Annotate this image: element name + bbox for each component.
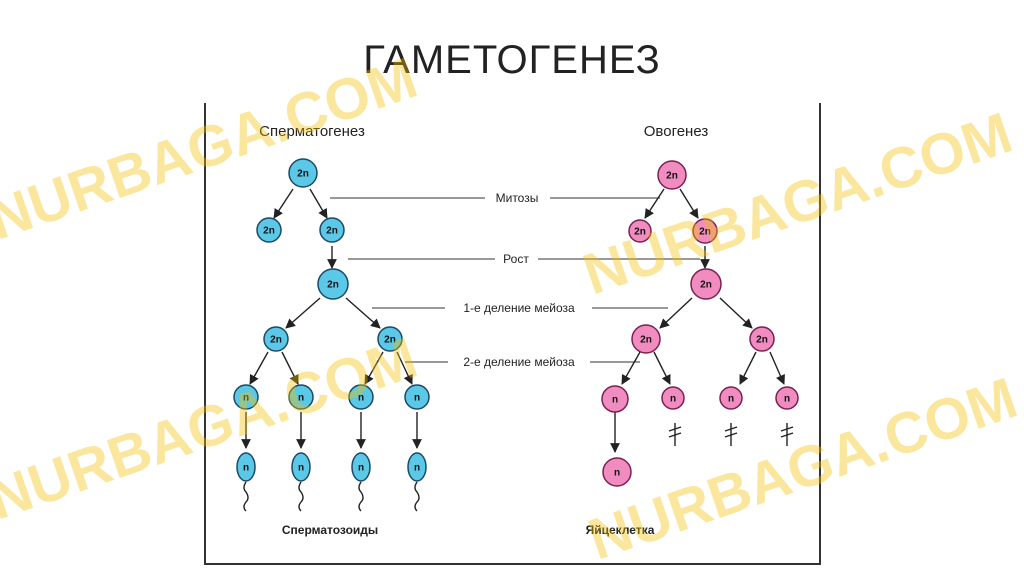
arrow: [769, 351, 785, 385]
ploidy-label: 2n: [700, 280, 712, 291]
ploidy-label: 2n: [666, 171, 678, 182]
ploidy-label: 2n: [640, 335, 652, 346]
cells: 2n 2n 2n 2n 2n 2n n n n n n n n n 2n 2n 2n 2n 2n 2n n n n n n: [233, 158, 799, 487]
ploidy-label: n: [728, 394, 734, 405]
degeneration-mark: [780, 432, 794, 438]
egg-cell-label: Яйцеклетка: [586, 523, 655, 537]
arrow: [644, 188, 665, 219]
ploidy-label: n: [414, 393, 420, 404]
degeneration-mark: [668, 432, 682, 438]
arrow: [345, 297, 381, 329]
egg-cell-final: n: [602, 457, 632, 487]
sperm-cell-2n: 2n: [263, 326, 289, 352]
sperm-cell-2n: 2n: [288, 158, 318, 188]
ploidy-label: n: [414, 463, 420, 474]
arrow: [364, 351, 384, 385]
ploidy-label: 2n: [756, 335, 768, 346]
stage-label-growth: Рост: [503, 252, 529, 266]
ploidy-label: 2n: [634, 227, 646, 238]
ploidy-label: n: [612, 395, 618, 406]
polar-body-n: n: [775, 386, 799, 410]
oogenesis-title: Овогенез: [644, 123, 709, 140]
degeneration-mark: [724, 426, 738, 432]
arrow: [273, 188, 294, 219]
arrow: [396, 351, 413, 385]
sperm-tail: [243, 481, 249, 512]
ploidy-label: 2n: [263, 226, 275, 237]
arrow: [719, 297, 753, 329]
egg-cell-2n: 2n: [692, 218, 718, 244]
spermatogenesis-title: Сперматогенез: [259, 123, 365, 140]
sperm-cell-n: n: [348, 384, 374, 410]
egg-cell-2n: 2n: [631, 324, 661, 354]
arrow: [679, 188, 699, 219]
egg-cell-2n: 2n: [628, 219, 652, 243]
stage-label-mitosis: Митозы: [496, 191, 539, 205]
ploidy-label: n: [358, 393, 364, 404]
ploidy-label: n: [358, 463, 364, 474]
stage-label-meiosis-2: 2-е деление мейоза: [463, 355, 575, 369]
degeneration-mark: [724, 432, 738, 438]
stage-label-meiosis-1: 1-е деление мейоза: [463, 301, 575, 315]
arrow: [309, 188, 328, 219]
ploidy-label: 2n: [699, 227, 711, 238]
connector-lines: [241, 188, 794, 512]
arrow: [249, 351, 269, 385]
spermatozoon: n: [236, 452, 256, 482]
arrow: [653, 351, 671, 385]
arrow: [285, 297, 321, 329]
egg-cell-n: n: [601, 385, 629, 413]
ploidy-label: 2n: [327, 280, 339, 291]
sperm-tail: [298, 481, 304, 512]
arrow: [739, 351, 757, 385]
egg-cell-2n: 2n: [657, 160, 687, 190]
spermatozoa-label: Сперматозоиды: [282, 523, 378, 537]
sperm-cell-2n: 2n: [256, 217, 282, 243]
sperm-cell-n: n: [233, 384, 259, 410]
spermatozoon: n: [291, 452, 311, 482]
ploidy-label: n: [614, 468, 620, 479]
ploidy-label: 2n: [270, 335, 282, 346]
egg-cell-2n: 2n: [690, 268, 722, 300]
spermatozoon: n: [407, 452, 427, 482]
sperm-cell-2n: 2n: [319, 217, 345, 243]
polar-body-n: n: [661, 386, 685, 410]
ploidy-label: 2n: [384, 335, 396, 346]
diagram-frame: [204, 103, 821, 565]
arrow: [621, 351, 641, 385]
slide-title: ГАМЕТОГЕНЕЗ: [363, 38, 661, 82]
sperm-tail: [358, 481, 364, 512]
spermatozoon: n: [351, 452, 371, 482]
ploidy-label: n: [670, 394, 676, 405]
polar-body-n: n: [719, 386, 743, 410]
degeneration-mark: [668, 426, 682, 432]
ploidy-label: 2n: [326, 226, 338, 237]
egg-cell-2n: 2n: [749, 326, 775, 352]
sperm-cell-2n: 2n: [317, 268, 349, 300]
ploidy-label: n: [243, 393, 249, 404]
sperm-cell-n: n: [288, 384, 314, 410]
ploidy-label: n: [298, 463, 304, 474]
ploidy-label: n: [243, 463, 249, 474]
sperm-cell-2n: 2n: [377, 326, 403, 352]
degeneration-mark: [780, 426, 794, 432]
sperm-cell-n: n: [404, 384, 430, 410]
ploidy-label: n: [298, 393, 304, 404]
sperm-tail: [414, 481, 420, 512]
arrow: [659, 297, 693, 329]
ploidy-label: n: [784, 394, 790, 405]
ploidy-label: 2n: [297, 169, 309, 180]
arrow: [281, 351, 299, 385]
